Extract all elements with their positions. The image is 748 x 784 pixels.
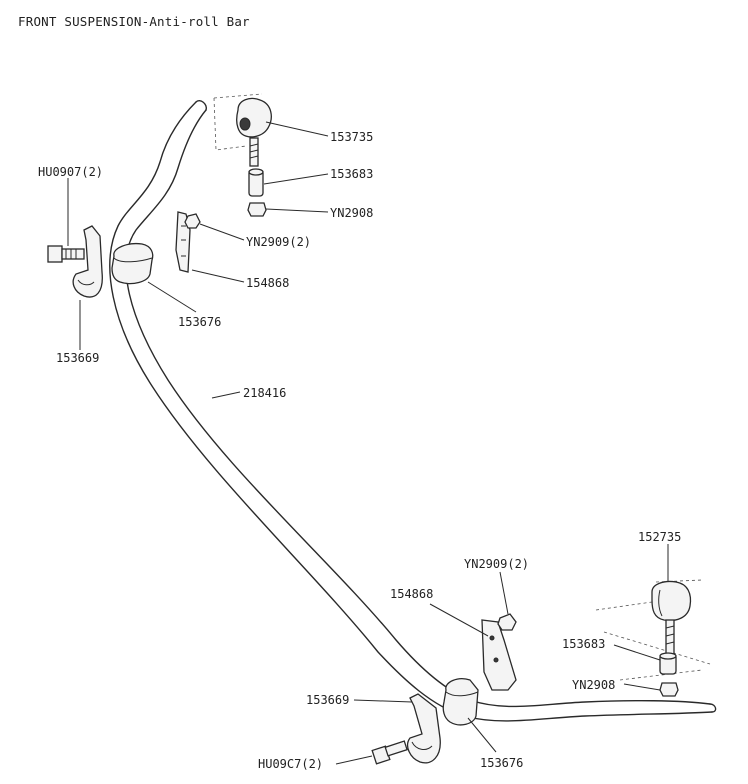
bolt-hu0907-bottom (371, 740, 408, 765)
bush-152735-bottom (651, 580, 692, 622)
spacer-153683-bottom (659, 652, 677, 675)
label-153669-bottom: 153669 (306, 693, 349, 707)
label-154868-bottom: 154868 (390, 587, 433, 601)
nut-yn2909-bottom (497, 613, 517, 631)
label-hu0907-bottom: HU09C7(2) (258, 757, 323, 771)
bush-153676-bottom (442, 678, 479, 726)
diagram-title: FRONT SUSPENSION-Anti-roll Bar (18, 14, 250, 29)
bush-153676-top (111, 242, 154, 285)
label-153683-bottom: 153683 (562, 637, 605, 651)
label-153683-top: 153683 (330, 167, 373, 181)
link-stud-bottom (665, 619, 675, 655)
label-154868-top: 154868 (246, 276, 289, 290)
link-stud-top (249, 137, 259, 167)
bush-153735-top (236, 97, 272, 138)
label-yn2908-top: YN2908 (330, 206, 373, 220)
label-153669-top: 153669 (56, 351, 99, 365)
anti-roll-bar (109, 100, 717, 722)
part-labels: 153735 153683 YN2908 YN2909(2) HU0907(2)… (38, 130, 681, 771)
bottom-clamp-parts (371, 613, 517, 765)
top-link-assembly (213, 93, 272, 217)
label-yn2909-top: YN2909(2) (246, 235, 311, 249)
label-152735: 152735 (638, 530, 681, 544)
nut-yn2909-top (184, 213, 201, 229)
label-yn2908-bottom: YN2908 (572, 678, 615, 692)
label-218416: 218416 (243, 386, 286, 400)
label-153676-bottom: 153676 (480, 756, 523, 770)
nut-yn2908-top (247, 202, 267, 217)
bottom-link-assembly (595, 579, 711, 697)
leader-lines (67, 121, 669, 765)
clamp-plate-154868-top (175, 211, 191, 273)
bracket-153669-top (72, 225, 103, 298)
spacer-153683-top (248, 168, 264, 197)
label-153735: 153735 (330, 130, 373, 144)
nut-yn2908-bottom (659, 682, 679, 697)
label-yn2909-bottom: YN2909(2) (464, 557, 529, 571)
label-153676-top: 153676 (178, 315, 221, 329)
top-clamp-parts (47, 211, 201, 298)
label-hu0907-top: HU0907(2) (38, 165, 103, 179)
bolt-hu0907-top (47, 245, 85, 263)
bracket-153669-bottom (406, 693, 441, 764)
